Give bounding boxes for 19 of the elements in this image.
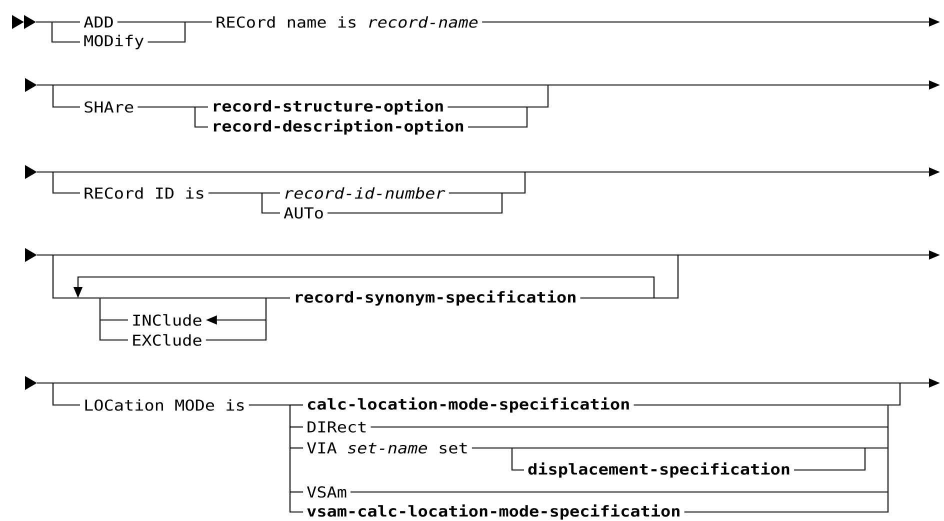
keyword-text: ADD [84,16,113,28]
parameter-text: record-synonym-specification [296,290,576,306]
syntax-phrase: RECord name is record-name [216,16,478,28]
keyword-text: INClude [133,314,202,326]
variable-text: record-id-number [285,187,446,199]
parameter-text: calc-location-mode-specification [308,397,629,413]
keyword-text: EXClude [133,334,202,346]
parameter-text: record-structure-option [214,99,443,115]
syntax-phrase: VIA set-name set [307,442,467,454]
parameter-text: vsam-calc-location-mode-specification [307,504,680,520]
keyword-text: LOCation MODe is [85,399,244,411]
parameter-text: displacement-specification [528,462,790,478]
keyword-text: SHAre [84,101,134,113]
keyword-text: DIRect [308,421,366,433]
keyword-text: MODify [84,34,144,50]
keyword-text: VSAm [307,486,346,498]
parameter-text: record-description-option [214,119,464,135]
keyword-text: AUTo [284,207,323,219]
keyword-text: RECord ID is [84,187,204,199]
